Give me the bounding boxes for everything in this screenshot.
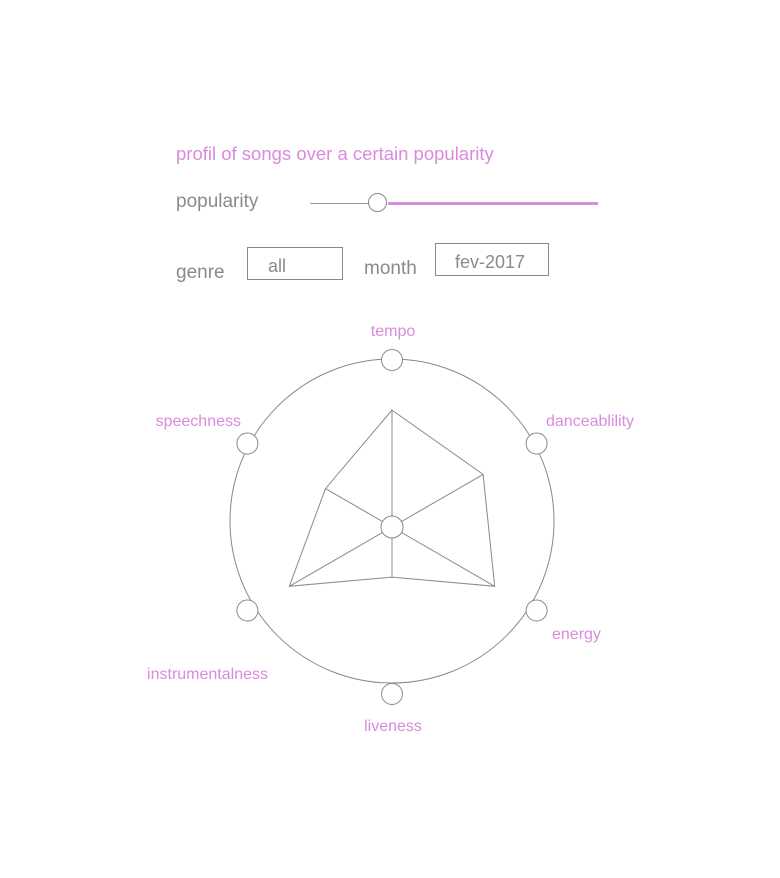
radar-center-circle xyxy=(380,515,404,539)
axis-label-speechness: speechness xyxy=(156,413,241,430)
axis-label-danceablility: danceablility xyxy=(546,413,634,430)
axis-label-tempo: tempo xyxy=(371,323,416,340)
radar-spoke-speechness xyxy=(325,488,393,528)
axis-handle-speechness[interactable] xyxy=(236,432,259,455)
popularity-slider-fill[interactable] xyxy=(388,202,598,205)
popularity-label: popularity xyxy=(176,191,259,212)
radar-data-polygon xyxy=(288,409,496,587)
axis-handle-tempo[interactable] xyxy=(381,349,403,371)
genre-input[interactable]: all xyxy=(247,247,343,280)
axis-label-liveness: liveness xyxy=(364,718,422,735)
chart-title: profil of songs over a certain popularit… xyxy=(176,143,494,164)
axis-label-energy: energy xyxy=(552,626,601,643)
axis-handle-liveness[interactable] xyxy=(381,683,403,705)
month-input[interactable]: fev-2017 xyxy=(435,243,549,276)
month-label: month xyxy=(364,258,417,279)
genre-label: genre xyxy=(176,262,225,283)
axis-label-instrumentalness: instrumentalness xyxy=(147,666,268,683)
radar-spoke-energy xyxy=(391,526,495,587)
popularity-slider-track[interactable] xyxy=(310,203,370,204)
popularity-slider-thumb[interactable] xyxy=(368,193,387,212)
radar-spoke-instrumentalness xyxy=(289,526,393,587)
axis-handle-instrumentalness[interactable] xyxy=(236,599,259,622)
axis-handle-danceablility[interactable] xyxy=(525,432,548,455)
axis-handle-energy[interactable] xyxy=(525,599,548,622)
radar-spoke-danceablility xyxy=(391,473,484,528)
